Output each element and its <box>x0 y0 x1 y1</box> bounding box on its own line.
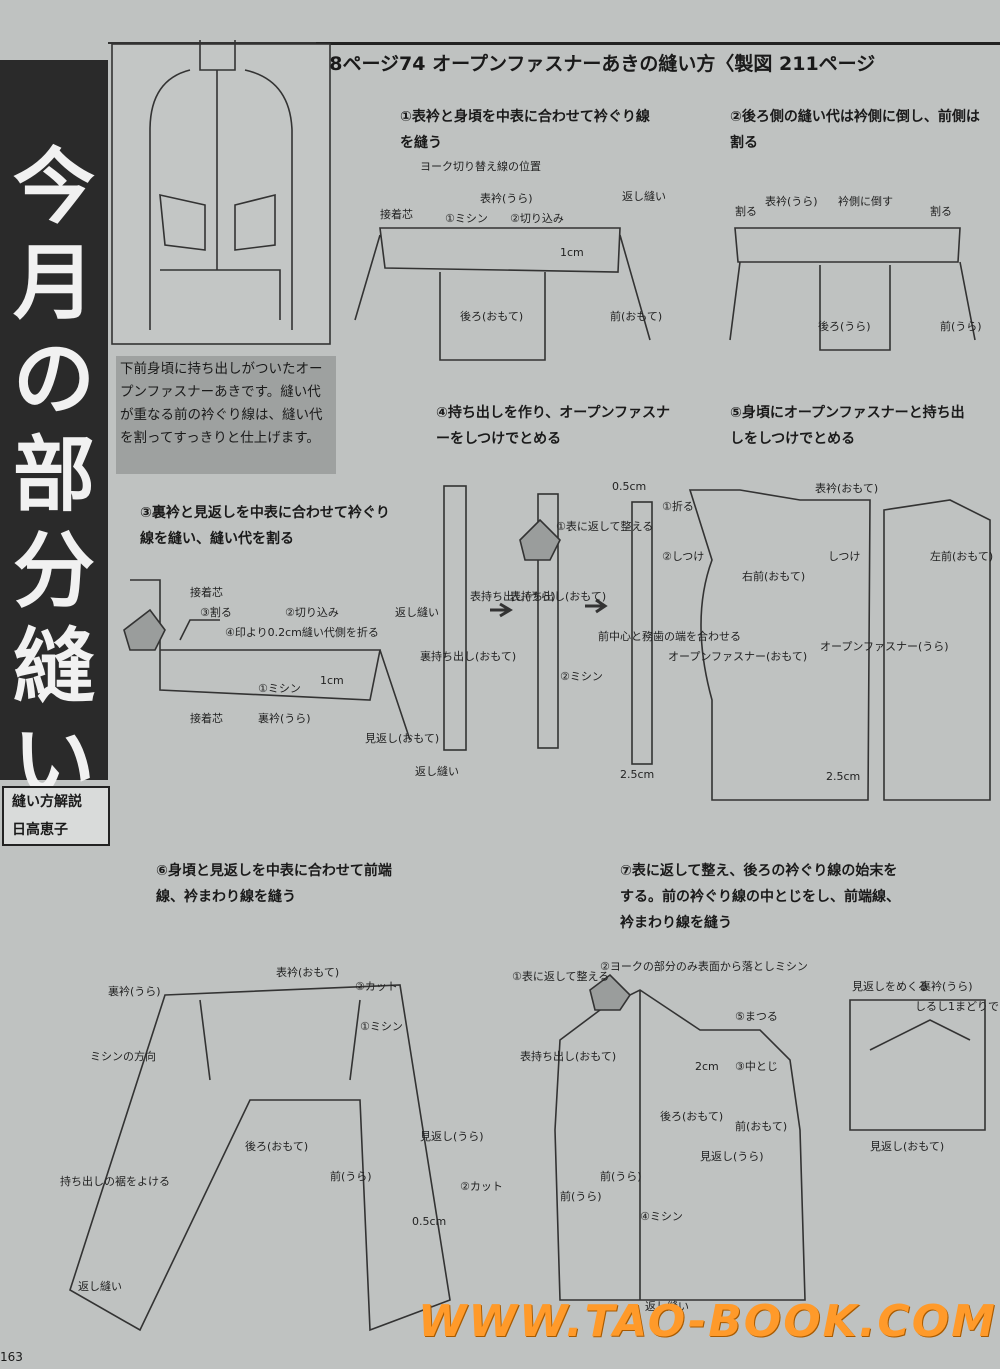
label-sechakushin-3: 接着芯 <box>190 585 223 599</box>
label-mae-ura-7: 前(うら) <box>600 1169 642 1183</box>
label-matsuru: ⑤まつる <box>735 1010 778 1023</box>
label-maenaka: 前中心と務歯の端を合わせる <box>598 629 741 643</box>
label-mikaeshi-7b: 見返し(おもて) <box>870 1140 944 1153</box>
label-mochidashi-yokeru: 持ち出しの裾をよける <box>60 1174 170 1188</box>
label-yoke: ヨーク切り替え線の位置 <box>420 159 541 173</box>
jacket-sketch-frame <box>112 44 330 344</box>
label-omoteeri: 表衿(うら) <box>480 191 533 205</box>
label-05cm: 0.5cm <box>612 480 646 493</box>
label-ushiro-7: 後ろ(おもて) <box>660 1109 723 1123</box>
label-mikaeshi-7: 見返し(うら) <box>700 1150 764 1163</box>
label-omoteeri-2: 表衿(うら) <box>765 194 818 208</box>
label-waru3: ③割る <box>200 605 232 619</box>
label-nakatoji: ③中とじ <box>735 1060 778 1073</box>
label-fastener-omote: オープンファスナー(おもて) <box>668 650 807 663</box>
label-25cm: 2.5cm <box>620 768 654 781</box>
label-sechakushin-3b: 接着芯 <box>190 711 223 725</box>
label-kirikomi-3: ②切り込み <box>285 606 339 619</box>
step6-diagram <box>70 985 450 1330</box>
label-cut-6: ②カット <box>460 1180 503 1193</box>
label-erigawa: 衿側に倒す <box>838 194 893 208</box>
step4-strip-a <box>444 486 466 750</box>
label-05cm-6: 0.5cm <box>412 1215 446 1228</box>
label-mae-7: 前(おもて) <box>735 1119 787 1133</box>
label-cut: ②カット <box>355 980 398 993</box>
label-ushiro-6: 後ろ(おもて) <box>245 1139 308 1153</box>
label-waru: 割る <box>735 204 757 218</box>
label-ushiro-ura: 後ろ(うら) <box>818 319 871 333</box>
step7-diagram <box>555 990 805 1300</box>
label-sechakushin: 接着芯 <box>380 207 413 221</box>
label-waru-2: 割る <box>930 204 952 218</box>
label-yoke-mishin: ②ヨークの部分のみ表面から落としミシン <box>600 959 808 973</box>
label-fastener-ura: オープンファスナー(うら) <box>820 640 949 653</box>
step7-detail <box>850 1000 985 1130</box>
page-number: 163 <box>0 1350 23 1364</box>
label-urieri: 裏衿(うら) <box>258 711 311 725</box>
label-mikaeshi-mekuru: 見返しをめくる <box>852 980 929 993</box>
label-kaeshinui-4: 返し縫い <box>415 764 459 778</box>
label-mishin2: ②ミシン <box>560 670 603 683</box>
label-shirushi-nakatoji: しるし1まどりでゆるく中とじ <box>915 1000 1000 1013</box>
label-shirushi: ④印より0.2cm縫い代側を折る <box>225 625 379 639</box>
label-ushiro-omote: 後ろ(おもて) <box>460 309 523 323</box>
label-kaeshinui-3: 返し縫い <box>395 605 439 619</box>
label-mishin4: ④ミシン <box>640 1210 683 1223</box>
label-25cm-5: 2.5cm <box>826 770 860 783</box>
label-mae-ura-6: 前(うら) <box>330 1169 372 1183</box>
label-mochidashi-7: 表持ち出し(おもて) <box>520 1049 616 1063</box>
label-1cm: 1cm <box>560 246 584 259</box>
label-urieri-7: 裏衿(うら) <box>920 979 973 993</box>
label-mikaeshi-3: 見返し(おもて) <box>365 732 439 745</box>
label-hyoeri-6: 表衿(おもて) <box>276 965 339 979</box>
label-mishin1: ①ミシン <box>445 212 488 225</box>
label-urmochidashi: 裏持ち出し(おもて) <box>420 649 516 663</box>
label-mochidashi-omote: 表持ち出し(おもて) <box>510 589 606 603</box>
label-hyoeri-omote: 表衿(おもて) <box>815 481 878 495</box>
label-kaeshinui-6: 返し縫い <box>78 1279 122 1293</box>
label-shitsuke: ②しつけ <box>662 550 704 563</box>
label-hidarimae: 左前(おもて) <box>930 549 993 563</box>
label-mishin-6: ①ミシン <box>360 1020 403 1033</box>
label-kirikomi: ②切り込み <box>510 212 564 225</box>
label-mae-omote: 前(おもて) <box>610 309 662 323</box>
label-mae-ura: 前(うら) <box>940 319 982 333</box>
label-mishin-houkou: ミシンの方向 <box>90 1049 156 1063</box>
step1-diagram <box>355 228 650 360</box>
label-mae-ura-7b: 前(うら) <box>560 1189 602 1203</box>
label-mikaeshi-6: 見返し(うら) <box>420 1130 484 1143</box>
label-ori1: ①表に返して整える <box>556 519 653 533</box>
label-ori-7: ①表に返して整える <box>512 969 609 983</box>
watermark: WWW.TAO-BOOK.COM <box>418 1296 997 1347</box>
label-shitsuke-5: しつけ <box>828 550 860 563</box>
label-mishin-3: ①ミシン <box>258 682 301 695</box>
label-1cm-3: 1cm <box>320 674 344 687</box>
label-migimae: 右前(おもて) <box>742 569 805 583</box>
label-ori: ①折る <box>662 499 694 513</box>
label-2cm: 2cm <box>695 1060 719 1073</box>
label-urieri-6: 裏衿(うら) <box>108 984 161 998</box>
label-kaeshinui: 返し縫い <box>622 189 666 203</box>
